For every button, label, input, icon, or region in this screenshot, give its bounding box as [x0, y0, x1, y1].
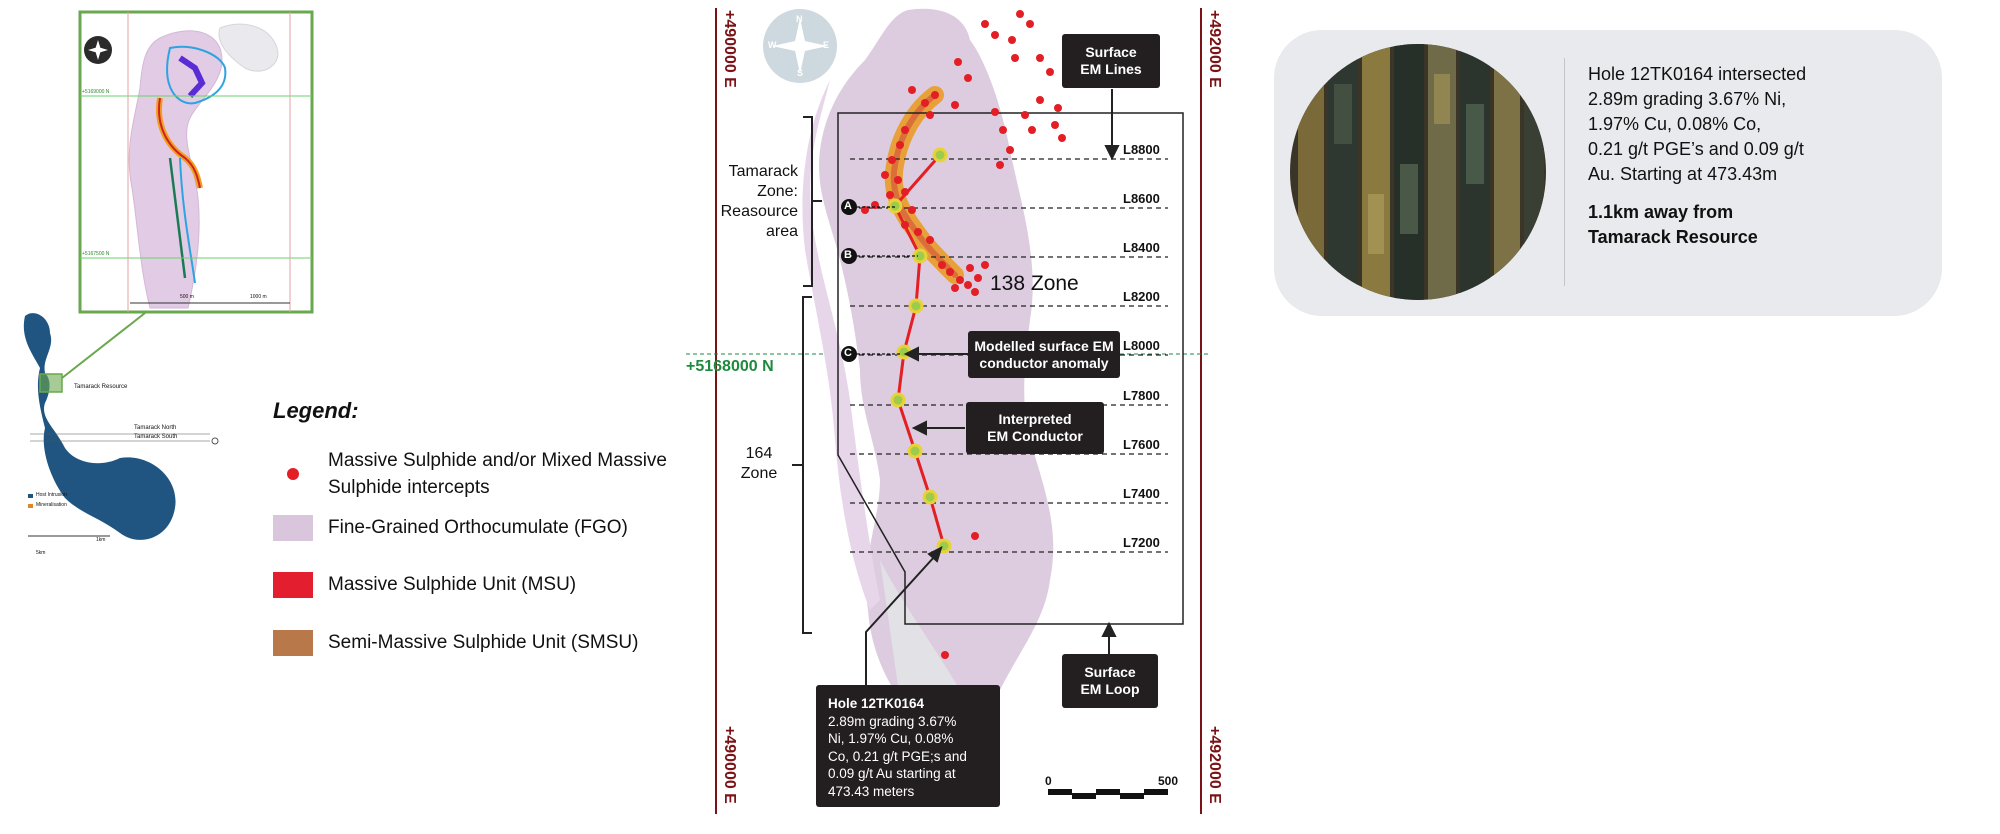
core-sample-columns	[1298, 44, 1544, 300]
coord-left-top: +490000 E	[721, 10, 738, 88]
coord-right-top: +492000 E	[1206, 10, 1223, 88]
map-scale-bar	[1048, 789, 1168, 799]
compass-n: N	[796, 14, 803, 24]
marker-a-icon	[841, 199, 857, 215]
legend-item-fgo: Fine-Grained Orthocumulate (FGO)	[273, 514, 628, 541]
main-map	[686, 8, 1210, 814]
marker-b-icon	[841, 248, 857, 264]
legend-item-label: Fine-Grained Orthocumulate (FGO)	[328, 517, 628, 538]
inset-detail-body	[80, 12, 312, 312]
coord-right-bottom: +492000 E	[1206, 726, 1223, 804]
line-label-l7400: L7400	[1123, 486, 1160, 501]
inset-regional-intrusion	[23, 313, 176, 540]
marker-c-label: C	[844, 347, 852, 359]
coord-left-bottom: +490000 E	[721, 726, 738, 804]
sulphide-intercepts	[861, 10, 1066, 659]
inset-north-zone-label: Tamarack North	[134, 425, 177, 431]
line-label-l7600: L7600	[1123, 437, 1160, 452]
hole-12tk0164-callout: Hole 12TK0164 2.89m grading 3.67% Ni, 1.…	[816, 685, 1000, 807]
legend-item-smsu: Semi-Massive Sulphide Unit (SMSU)	[273, 629, 638, 656]
legend-item-label: Massive Sulphide and/or Mixed Massive Su…	[328, 450, 667, 498]
intercept-description: Hole 12TK0164 intersected 2.89m grading …	[1588, 62, 1928, 250]
legend-item-label: Massive Sulphide Unit (MSU)	[328, 574, 577, 595]
surface-em-loop-outline	[837, 112, 1184, 625]
marker-c-icon	[841, 346, 857, 362]
inset-scale-left: 5km	[36, 550, 46, 556]
compass-e: E	[823, 40, 830, 50]
line-label-l7200: L7200	[1123, 535, 1160, 550]
inset-location-map	[23, 10, 314, 540]
legend-item-label: Semi-Massive Sulphide Unit (SMSU)	[328, 632, 639, 653]
compass-rose-icon	[763, 9, 837, 83]
line-label-l7800: L7800	[1123, 388, 1160, 403]
inset-detail-scale-b: 1000 m	[250, 294, 267, 300]
tamarack-zone-label: Tamarack Zone: Reasource area	[720, 163, 798, 240]
zone-164-bracket	[792, 296, 812, 634]
inset-legend-host: Host Intrusion	[36, 492, 67, 498]
compass-s: S	[797, 68, 804, 78]
inset-legend-mineral: Mineralisation	[36, 502, 67, 508]
intercept-dot-icon	[287, 468, 299, 480]
drill-hole-markers	[887, 147, 952, 554]
inset-north-grid-label: +5169000 N	[82, 89, 110, 95]
hole-callout-title: Hole 12TK0164	[828, 696, 925, 711]
marker-b-label: B	[844, 249, 852, 261]
inset-detail-scale-a: 500 m	[180, 294, 194, 300]
line-label-l8400: L8400	[1123, 240, 1160, 255]
zone-164-label: 164 Zone	[740, 445, 778, 482]
callout-arrows	[865, 89, 1120, 688]
tamarack-zone-bracket	[803, 116, 822, 287]
compass-w: W	[768, 40, 777, 50]
smsu-swatch	[273, 629, 313, 656]
inset-south-zone-label: Tamarack South	[134, 434, 178, 440]
msu-swatch	[273, 571, 313, 598]
distance-highlight: 1.1km away from	[1588, 202, 1734, 222]
legend-title: Legend:	[273, 398, 359, 423]
line-label-l8800: L8800	[1123, 142, 1160, 157]
legend-item-msu: Massive Sulphide Unit (MSU)	[273, 571, 576, 598]
line-label-l8600: L8600	[1123, 191, 1160, 206]
drill-core-photo	[1290, 44, 1546, 300]
line-label-l8200: L8200	[1123, 289, 1160, 304]
northing-label: +5168000 N	[686, 358, 774, 375]
scale-end-label: 500	[1158, 774, 1179, 788]
inset-resource-label: Tamarack Resource	[74, 384, 128, 390]
scale-start-label: 0	[1045, 774, 1052, 788]
marker-a-label: A	[844, 200, 852, 212]
fgo-swatch	[273, 514, 313, 541]
line-label-l8000: L8000	[1123, 338, 1160, 353]
inset-south-grid-label: +5167500 N	[82, 251, 110, 257]
inset-scale-right: 1km	[96, 537, 106, 543]
zone-138-label: 138 Zone	[990, 272, 1079, 295]
card-divider	[1564, 58, 1565, 286]
legend-item-intercepts: Massive Sulphide and/or Mixed Massive Su…	[273, 447, 667, 501]
